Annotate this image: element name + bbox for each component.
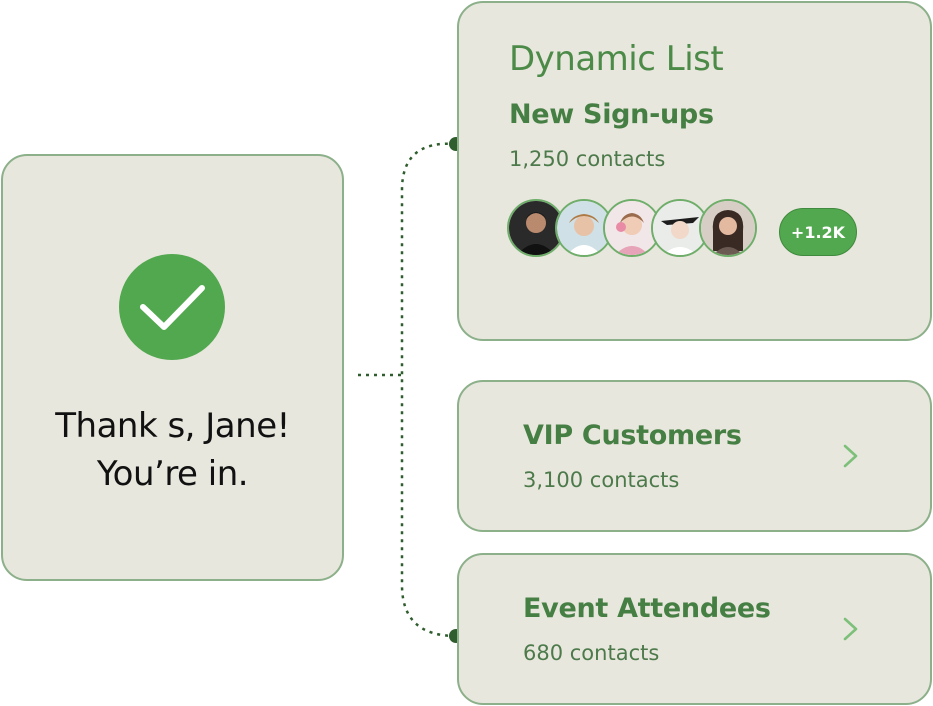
- more-contacts-badge[interactable]: +1.2K: [779, 208, 857, 256]
- list-count: 3,100 contacts: [523, 468, 680, 492]
- dynamic-list-title: Dynamic List: [509, 39, 724, 79]
- confirmation-title: Thank s, Jane!: [55, 406, 290, 446]
- event-attendees-card[interactable]: Event Attendees 680 contacts: [457, 553, 932, 705]
- list-count: 1,250 contacts: [509, 147, 666, 171]
- avatar: [651, 199, 709, 257]
- chevron-right-icon[interactable]: [840, 442, 862, 470]
- confirmation-card: Thank s, Jane! You’re in.: [1, 154, 344, 581]
- checkmark-icon: [119, 254, 225, 360]
- list-name: VIP Customers: [523, 420, 742, 451]
- avatar: [507, 199, 565, 257]
- list-name: Event Attendees: [523, 593, 771, 624]
- chevron-right-icon[interactable]: [840, 615, 862, 643]
- avatar: [603, 199, 661, 257]
- list-count: 680 contacts: [523, 641, 660, 665]
- vip-customers-card[interactable]: VIP Customers 3,100 contacts: [457, 380, 932, 532]
- avatar: [699, 199, 757, 257]
- confirmation-subtitle: You’re in.: [96, 454, 249, 494]
- dynamic-list-card[interactable]: Dynamic List New Sign-ups 1,250 contacts: [457, 1, 932, 341]
- list-name: New Sign-ups: [509, 99, 714, 130]
